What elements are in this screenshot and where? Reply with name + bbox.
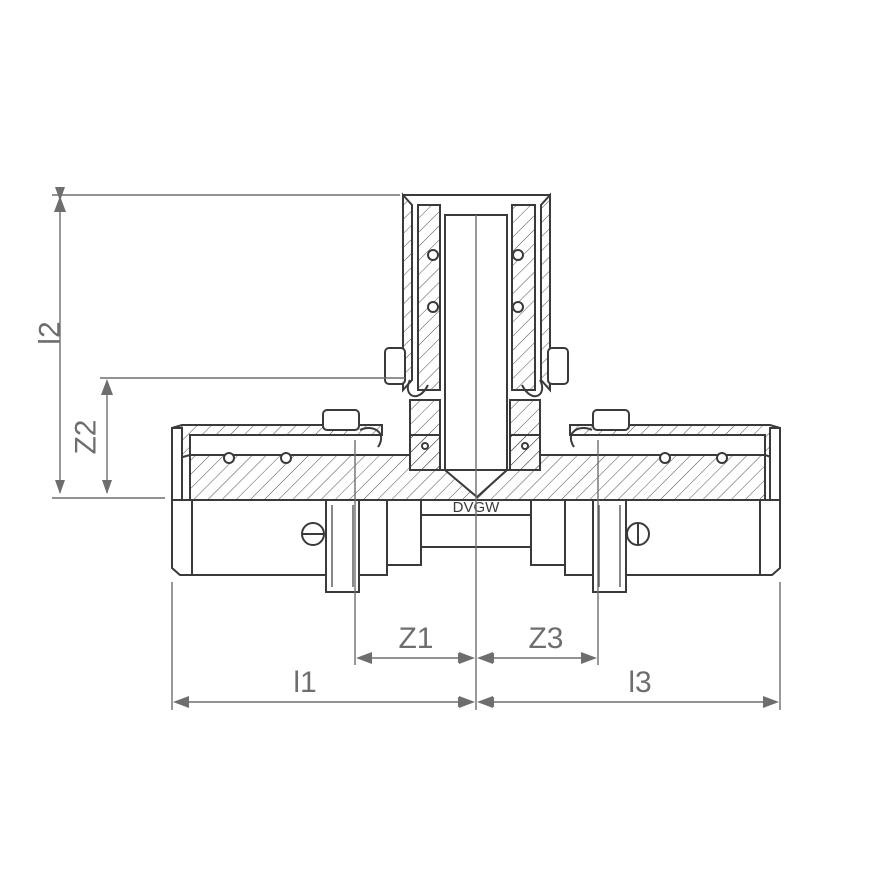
- l1-label: l1: [293, 666, 316, 699]
- left-collar-outer: [325, 499, 360, 593]
- left-outer-shell: [171, 427, 183, 501]
- branch-insert-right: [511, 204, 536, 391]
- right-collar-mid: [564, 499, 594, 576]
- left-collar-mid: [358, 499, 388, 576]
- right-collar-inner: [530, 499, 566, 566]
- main-ring-right: [592, 409, 630, 431]
- branch-insert-left: [417, 204, 441, 391]
- fitting-exterior: [171, 499, 781, 593]
- z2-label: Z2: [70, 419, 103, 454]
- main-ring-left: [322, 409, 360, 431]
- branch-section-right: [509, 399, 541, 471]
- right-outer-shell: [769, 427, 781, 501]
- left-collar-inner: [386, 499, 422, 566]
- fitting-body: [171, 192, 781, 501]
- l3-label: l3: [628, 666, 651, 699]
- right-end: [759, 499, 781, 576]
- branch-ring-left: [384, 347, 406, 385]
- branch-ring-right: [547, 347, 569, 385]
- dimension-lines: [52, 187, 781, 710]
- branch-sleeve-left: [402, 192, 413, 393]
- l2-label: l2: [34, 321, 67, 344]
- dimension-arrowheads: [54, 196, 779, 708]
- z1-label: Z1: [398, 622, 433, 655]
- left-end: [171, 499, 193, 576]
- branch-section-left: [409, 399, 441, 471]
- z3-label: Z3: [528, 622, 563, 655]
